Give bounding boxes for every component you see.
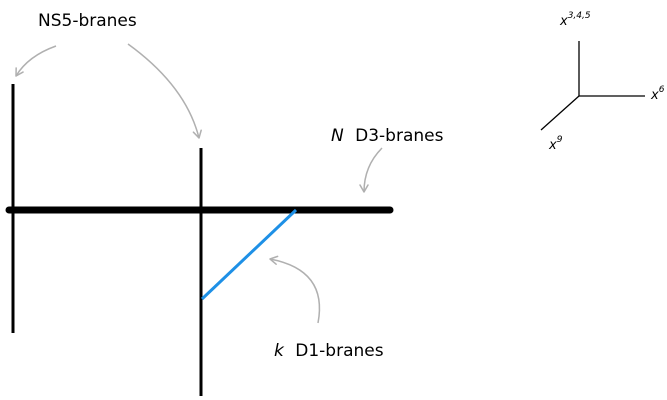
- coordinate-axes: x3,4,5 x6 x9: [540, 11, 665, 153]
- axis-label-horizontal: x6: [650, 85, 665, 103]
- axis-label-diagonal: x9: [548, 135, 563, 153]
- d1-branes: [200, 208, 298, 301]
- label-ns5-branes: NS5-branes: [38, 11, 137, 31]
- label-d3-text: D3-branes: [355, 126, 443, 146]
- axis-label-vertical: x3,4,5: [559, 11, 591, 29]
- arrow-d1: [269, 255, 321, 324]
- arrow-ns5-left: [15, 45, 57, 77]
- label-d1-branes: k D1-branes: [274, 341, 384, 361]
- label-d3-branes: N D3-branes: [331, 126, 444, 146]
- arrow-ns5-right: [127, 43, 202, 139]
- label-d3-variable: N: [331, 126, 344, 146]
- arrow-d3: [359, 147, 383, 193]
- label-d1-text: D1-branes: [295, 341, 383, 361]
- axis-diagonal: [540, 95, 580, 131]
- label-d1-variable: k: [274, 341, 285, 361]
